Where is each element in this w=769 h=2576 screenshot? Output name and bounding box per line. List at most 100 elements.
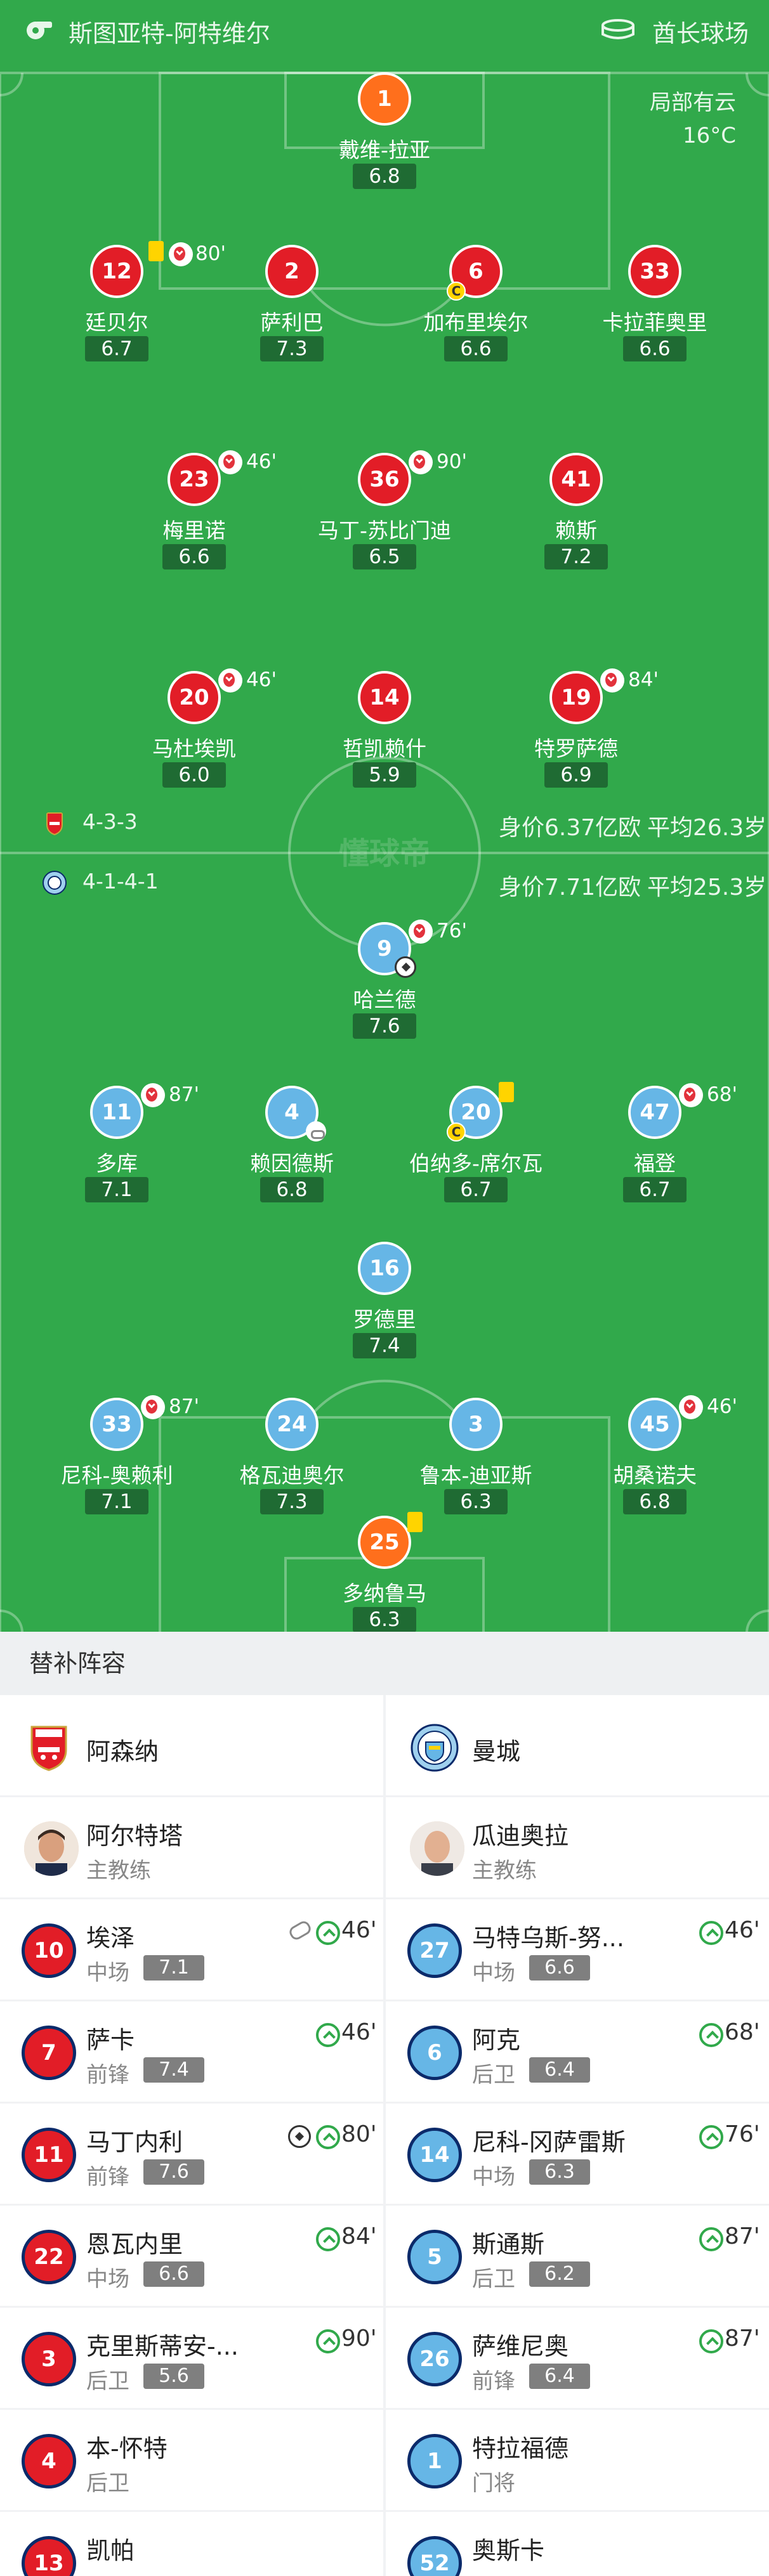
sub-player-row[interactable]: 52 奥斯卡 (386, 2512, 769, 2576)
player-mci-st[interactable]: 9 76' 哈兰德 7.6 (289, 920, 480, 1049)
player-ars-cm2[interactable]: 36 90' 马丁-苏比门迪 6.5 (289, 450, 480, 580)
coach-name: 阿尔特塔 (86, 1822, 183, 1850)
coach-name: 瓜迪奥拉 (472, 1822, 569, 1850)
sub-player-row[interactable]: 3 克里斯蒂安-... 后卫 5.6 90' (0, 2308, 383, 2410)
sub-player-row[interactable]: 7 萨卡 前锋 7.4 46' (0, 2001, 383, 2104)
sub-player-row[interactable]: 5 斯通斯 后卫 6.2 87' (386, 2206, 769, 2308)
player-mci-dm[interactable]: 16 罗德里 7.4 (289, 1242, 480, 1369)
player-name: 罗德里 (353, 1307, 416, 1332)
city-team-info: 4-1-4-1 身价7.71亿欧 平均25.3岁 (0, 864, 769, 902)
player-rating: 6.6 (529, 1955, 590, 1981)
player-number: 1 (358, 72, 411, 126)
player-mci-cb2[interactable]: 3 鲁本-迪亚斯 6.3 (381, 1398, 571, 1525)
sub-in-time: 87' (725, 2223, 760, 2249)
player-number: 27 (407, 1923, 462, 1978)
sub-player-row[interactable]: 14 尼科-冈萨雷斯 中场 6.3 76' (386, 2104, 769, 2206)
player-rating: 6.3 (529, 2159, 590, 2185)
player-ars-st[interactable]: 14 哲凯赖什 5.9 (289, 671, 480, 798)
sub-player-row[interactable]: 13 凯帕 (0, 2512, 383, 2576)
player-rating: 6.7 (85, 336, 148, 361)
player-ars-cm3[interactable]: 41 赖斯 7.2 (481, 453, 671, 580)
referee-name: 斯图亚特-阿特维尔 (69, 20, 270, 48)
player-number: 3 (449, 1398, 503, 1451)
sub-time: 46' (707, 1395, 737, 1418)
yellow-card-icon (148, 241, 164, 261)
arsenal-subs-column: 阿森纳 阿尔特塔 主教练 10 埃泽 中场 7.1 46' 7 萨卡 前锋 7 (0, 1695, 383, 2576)
player-mci-lb[interactable]: 33 87' 尼科-奥赖利 7.1 (22, 1395, 212, 1525)
weather: 局部有云 16°C (650, 86, 736, 152)
sub-out-icon (600, 668, 624, 693)
sub-player-row[interactable]: 26 萨维尼奥 前锋 6.4 87' (386, 2308, 769, 2410)
sub-out-icon (169, 242, 193, 266)
sub-player-row[interactable]: 22 恩瓦内里 中场 6.6 84' (0, 2206, 383, 2308)
player-rating: 6.6 (162, 544, 226, 569)
player-ars-rb[interactable]: 12 80' 廷贝尔 6.7 (22, 241, 226, 372)
player-number: 3 (22, 2332, 76, 2386)
player-rating: 7.6 (353, 1013, 416, 1039)
player-mci-lcm[interactable]: 4 赖因德斯 6.8 (197, 1086, 387, 1213)
city-coach-row[interactable]: 瓜迪奥拉 主教练 (386, 1797, 769, 1899)
player-number: 14 (407, 2128, 462, 2182)
arsenal-team-row[interactable]: 阿森纳 (0, 1695, 383, 1797)
sub-time: 87' (169, 1395, 199, 1418)
player-position: 后卫 (472, 2267, 515, 2292)
player-name: 马丁内利 (86, 2128, 183, 2156)
player-ars-cm1[interactable]: 23 46' 梅里诺 6.6 (99, 450, 289, 580)
player-name: 格瓦迪奥尔 (239, 1463, 345, 1488)
sub-in-icon (316, 1921, 340, 1945)
player-name: 加布里埃尔 (423, 310, 529, 335)
sub-player-row[interactable]: 11 马丁内利 前锋 7.6 80' (0, 2104, 383, 2206)
player-mci-cb1[interactable]: 24 格瓦迪奥尔 7.3 (197, 1398, 387, 1525)
sub-out-icon (141, 1395, 165, 1419)
sub-player-row[interactable]: 6 阿克 后卫 6.4 68' (386, 2001, 769, 2104)
sub-player-row[interactable]: 10 埃泽 中场 7.1 46' (0, 1899, 383, 2001)
player-name: 尼科-奥赖利 (60, 1463, 173, 1488)
player-mci-rcm[interactable]: 20 C 伯纳多-席尔瓦 6.7 (381, 1082, 571, 1213)
sub-out-icon (218, 668, 242, 693)
sub-player-row[interactable]: 27 马特乌斯-努... 中场 6.6 46' (386, 1899, 769, 2001)
assist-icon (287, 1918, 313, 1942)
player-rating: 6.3 (444, 1489, 508, 1514)
arsenal-team-info: 4-3-3 身价6.37亿欧 平均26.3岁 (0, 804, 769, 842)
player-rating: 7.3 (260, 1489, 324, 1514)
player-name: 伯纳多-席尔瓦 (409, 1151, 542, 1176)
player-ars-lb[interactable]: 33 卡拉菲奥里 6.6 (560, 245, 750, 372)
city-team-row[interactable]: 曼城 (386, 1695, 769, 1797)
player-mci-rw[interactable]: 47 68' 福登 6.7 (560, 1083, 750, 1213)
player-rating: 6.6 (444, 336, 508, 361)
player-rating: 6.5 (353, 544, 416, 569)
player-mci-rb[interactable]: 45 46' 胡桑诺夫 6.8 (560, 1395, 750, 1525)
player-number: 11 (90, 1086, 143, 1139)
stadium-name: 酋长球场 (652, 20, 749, 48)
player-number: 10 (22, 1923, 76, 1978)
sub-in-icon (699, 2023, 723, 2047)
sub-player-row[interactable]: 1 特拉福德 门将 (386, 2410, 769, 2512)
sub-in-icon (699, 1921, 723, 1945)
player-name: 梅里诺 (162, 518, 226, 543)
sub-in-time: 46' (725, 1917, 760, 1943)
sub-time: 84' (628, 668, 659, 691)
player-number: 41 (549, 453, 603, 506)
player-mci-gk[interactable]: 25 多纳鲁马 6.3 (289, 1512, 480, 1632)
player-position: 后卫 (86, 2369, 129, 2394)
sub-time: 68' (707, 1083, 737, 1106)
player-rating: 6.8 (260, 1177, 324, 1202)
player-rating: 6.6 (143, 2261, 204, 2287)
player-ars-rw[interactable]: 20 46' 马杜埃凯 6.0 (99, 668, 289, 798)
player-ars-lw[interactable]: 19 84' 特罗萨德 6.9 (481, 668, 671, 798)
sub-player-row[interactable]: 4 本-怀特 后卫 (0, 2410, 383, 2512)
player-ars-gk[interactable]: 1 戴维-拉亚 6.8 (289, 72, 480, 199)
player-position: 后卫 (472, 2062, 515, 2088)
player-ars-cb1[interactable]: 2 萨利巴 7.3 (197, 245, 387, 372)
player-number: 26 (407, 2332, 462, 2386)
arsenal-coach-row[interactable]: 阿尔特塔 主教练 (0, 1797, 383, 1899)
formation: 4-1-4-1 (82, 869, 159, 894)
player-name: 奥斯卡 (472, 2537, 545, 2565)
player-name: 福登 (634, 1151, 676, 1176)
sub-time: 80' (195, 242, 226, 265)
player-mci-lw[interactable]: 11 87' 多库 7.1 (22, 1083, 212, 1213)
player-ars-cb2[interactable]: 6 C 加布里埃尔 6.6 (381, 245, 571, 372)
yellow-card-icon (499, 1082, 514, 1102)
player-rating: 6.7 (444, 1177, 508, 1202)
player-name: 克里斯蒂安-... (86, 2332, 239, 2360)
